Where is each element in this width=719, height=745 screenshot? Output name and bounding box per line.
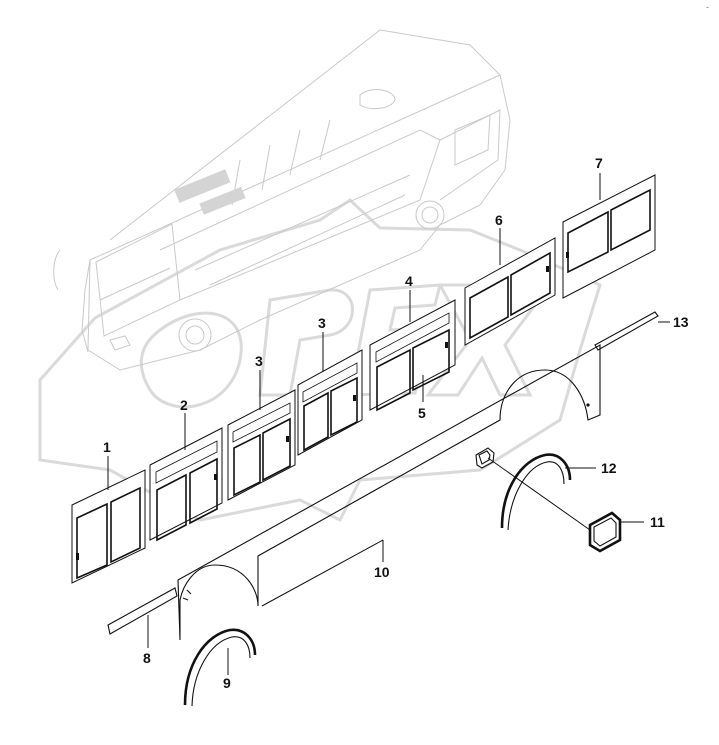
window-panel-2 [149,427,223,542]
callout-8: 8 [143,650,151,666]
callout-7: 7 [595,155,603,171]
window-panel-4 [369,299,456,412]
window-panel-3a [227,389,296,501]
bus-outline [53,29,511,371]
callout-3b: 3 [318,315,326,331]
callout-12: 12 [601,460,617,476]
window-panel-7 [562,174,656,299]
callout-3a: 3 [255,353,263,369]
callout-4: 4 [405,273,413,289]
wheel-arch-9 [183,628,257,707]
fuel-flap [475,447,622,553]
leader-lines [107,173,670,675]
side-skirt-panel [177,344,601,641]
callout-13: 13 [673,314,689,330]
window-panel-6 [464,237,556,346]
window-panel-3b [297,349,363,456]
callout-5: 5 [418,405,426,421]
window-panel-1 [71,469,146,584]
callout-9: 9 [223,675,231,691]
callout-11: 11 [650,514,665,530]
trim-strip-13 [594,311,659,351]
callout-6: 6 [495,212,503,228]
callout-1: 1 [103,439,111,455]
wheel-arch-12 [500,453,572,531]
callout-10: 10 [374,564,390,580]
corner-mark: - [706,2,709,12]
callout-labels: 1 2 3 3 4 5 6 7 8 9 10 11 12 13 [103,155,689,691]
callout-2: 2 [180,397,188,413]
trim-strip-8 [107,587,178,635]
